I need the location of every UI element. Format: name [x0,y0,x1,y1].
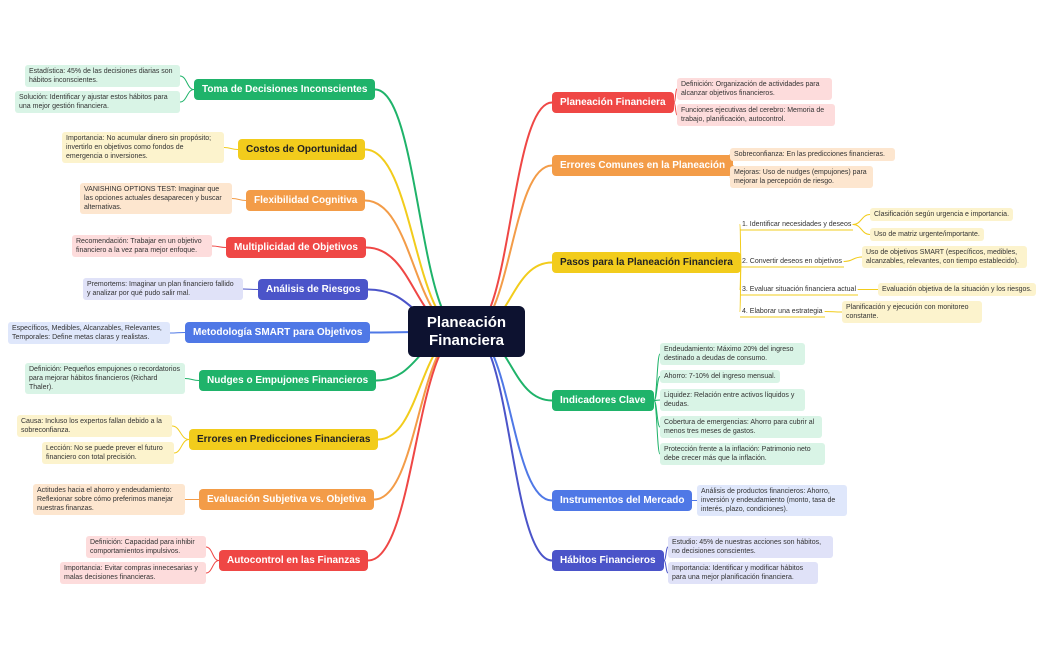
step-identificar-necesidades[interactable]: 1. Identificar necesidades y deseos [742,221,852,228]
branch-instrumentos-mercado[interactable]: Instrumentos del Mercado [552,490,693,511]
connector-b-riesgos-l-rie-pre [242,288,259,290]
leaf-vanishing-options[interactable]: VANISHING OPTIONS TEST: Imaginar que las… [80,183,232,214]
branch-costos-oportunidad[interactable]: Costos de Oportunidad [238,139,366,160]
leaf-cobertura-emergencias[interactable]: Cobertura de emergencias: Ahorro para cu… [660,416,822,438]
leaf-proteccion-inflacion[interactable]: Protección frente a la inflación: Patrim… [660,443,825,465]
connector-b-toma-l-toma-est [179,75,195,90]
leaf-autocontrol-importancia[interactable]: Importancia: Evitar compras innecesarias… [60,562,206,584]
leaf-liquidez[interactable]: Liquidez: Relación entre activos líquido… [660,389,805,411]
branch-pasos-planeacion[interactable]: Pasos para la Planeación Financiera [552,252,741,273]
leaf-nudges-definicion[interactable]: Definición: Pequeños empujones o recorda… [25,363,185,394]
step-evaluar-situacion[interactable]: 3. Evaluar situación financiera actual [742,286,857,293]
central-topic[interactable]: Planeación Financiera [408,306,525,357]
branch-flexibilidad-cognitiva[interactable]: Flexibilidad Cognitiva [246,190,366,211]
connector-b-mult-l-mult-rec [211,245,227,248]
connector-p-paso4-l-paso4a [824,311,843,313]
leaf-ahorro[interactable]: Ahorro: 7-10% del ingreso mensual. [660,370,780,383]
connector-b-toma-l-toma-sol [179,89,195,103]
connector-root-b-costos [364,148,464,333]
connector-b-pred-l-pred-cau [171,425,190,440]
connector-b-nudges-l-nud-def [184,378,200,381]
connector-b-costos-l-cos-imp [223,147,239,150]
connector-p-paso1-l-paso1a [852,214,871,225]
leaf-autocontrol-definicion[interactable]: Definición: Capacidad para inhibir compo… [86,536,206,558]
branch-analisis-riesgos[interactable]: Análisis de Riesgos [258,279,369,300]
branch-errores-comunes[interactable]: Errores Comunes en la Planeación [552,155,734,176]
connector-b-flex-l-flex-van [231,198,247,201]
leaf-habitos-estudio[interactable]: Estudio: 45% de nuestras acciones son há… [668,536,833,558]
leaf-endeudamiento[interactable]: Endeudamiento: Máximo 20% del ingreso de… [660,343,805,365]
leaf-evaluacion-objetiva[interactable]: Evaluación objetiva de la situación y lo… [878,283,1036,296]
connector-b-indicadores-l-ind-pro [653,400,661,455]
connector-b-habitos-l-hab-est [663,546,669,561]
connector-b-planeacion-l-planeacion-fun [673,102,678,116]
branch-toma-decisiones[interactable]: Toma de Decisiones Inconscientes [194,79,376,100]
leaf-errores-mejoras[interactable]: Mejoras: Uso de nudges (empujones) para … [730,166,873,188]
leaf-predicciones-leccion[interactable]: Lección: No se puede prever el futuro fi… [42,442,174,464]
leaf-objetivos-smart[interactable]: Uso de objetivos SMART (específicos, med… [862,246,1027,268]
connector-b-pred-l-pred-lec [173,439,190,454]
leaf-multiplicidad-recomendacion[interactable]: Recomendación: Trabajar en un objetivo f… [72,235,212,257]
connector-p-paso2-l-paso2a [843,256,863,262]
leaf-planeacion-funciones[interactable]: Funciones ejecutivas del cerebro: Memori… [677,104,835,126]
connector-b-auto-l-auto-imp [205,560,220,574]
leaf-predicciones-causa[interactable]: Causa: Incluso los expertos fallan debid… [17,415,172,437]
connector-b-smart-l-smart-esp [169,332,186,334]
leaf-costos-importancia[interactable]: Importancia: No acumular dinero sin prop… [62,132,224,163]
leaf-errores-sobreconfianza[interactable]: Sobreconfianza: En las predicciones fina… [730,148,895,161]
leaf-analisis-productos[interactable]: Análisis de productos financieros: Ahorr… [697,485,847,516]
branch-indicadores-clave[interactable]: Indicadores Clave [552,390,654,411]
connector-b-auto-l-auto-def [205,546,220,561]
leaf-toma-estadistica[interactable]: Estadística: 45% de las decisiones diari… [25,65,180,87]
branch-evaluacion-subjetiva[interactable]: Evaluación Subjetiva vs. Objetiva [199,489,374,510]
branch-metodologia-smart[interactable]: Metodología SMART para Objetivos [185,322,371,343]
connector-b-pasos-p-paso1 [739,224,742,263]
branch-nudges-empujones[interactable]: Nudges o Empujones Financieros [199,370,377,391]
leaf-habitos-importancia[interactable]: Importancia: Identificar y modificar háb… [668,562,818,584]
branch-planeacion-financiera[interactable]: Planeación Financiera [552,92,674,113]
branch-autocontrol-finanzas[interactable]: Autocontrol en las Finanzas [219,550,369,571]
leaf-planeacion-definicion[interactable]: Definición: Organización de actividades … [677,78,832,100]
connector-p-paso1-l-paso1b [852,224,871,235]
leaf-clasificacion-urgencia[interactable]: Clasificación según urgencia e importanc… [870,208,1014,221]
connector-b-planeacion-l-planeacion-def [673,88,678,103]
leaf-smart-especificos[interactable]: Específicos, Medibles, Alcanzables, Rele… [8,322,170,344]
leaf-premortems[interactable]: Premortems: Imaginar un plan financiero … [83,278,243,300]
step-convertir-deseos[interactable]: 2. Convertir deseos en objetivos [742,258,842,265]
connector-root-b-auto [367,330,464,562]
connector-b-habitos-l-hab-imp [663,560,669,574]
step-elaborar-estrategia[interactable]: 4. Elaborar una estrategia [742,308,823,315]
branch-habitos-financieros[interactable]: Hábitos Financieros [552,550,664,571]
leaf-planificacion-ejecucion[interactable]: Planificación y ejecución con monitoreo … [842,301,982,323]
connector-b-pasos-p-paso4 [739,262,742,312]
branch-multiplicidad-objetivos[interactable]: Multiplicidad de Objetivos [226,237,366,258]
branch-errores-predicciones[interactable]: Errores en Predicciones Financieras [189,429,379,450]
leaf-toma-solucion[interactable]: Solución: Identificar y ajustar estos há… [15,91,180,113]
leaf-matriz-urgente[interactable]: Uso de matriz urgente/importante. [870,228,984,241]
leaf-evaluacion-actitudes[interactable]: Actitudes hacia el ahorro y endeudamient… [33,484,185,515]
connector-b-indicadores-l-ind-aho [653,376,661,401]
